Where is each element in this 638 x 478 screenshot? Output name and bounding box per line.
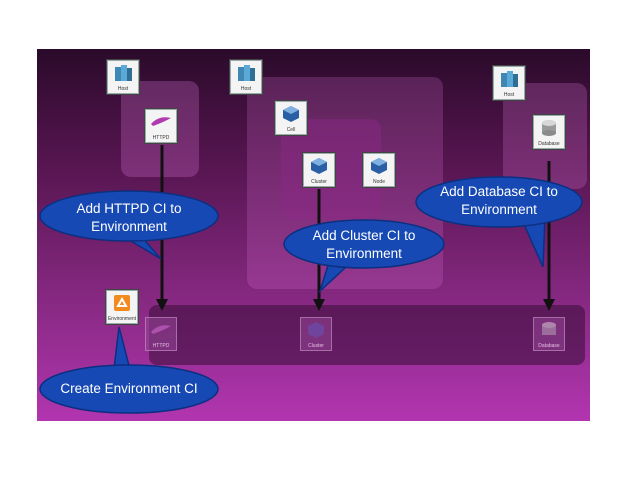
cluster-icon[interactable]: Cluster bbox=[303, 153, 335, 187]
database-callout-text: Add Database CI to Environment bbox=[440, 184, 558, 217]
environment-label: Environment bbox=[107, 316, 137, 322]
httpd-label: HTTPD bbox=[152, 135, 170, 141]
database-ghost-label: Database bbox=[538, 343, 560, 349]
diagram-slide: Host Host Host HTTPD Cell Cluster Node D… bbox=[37, 49, 590, 421]
cluster-label: Cluster bbox=[311, 179, 327, 185]
environment-callout: Create Environment CI bbox=[39, 326, 223, 419]
httpd-callout: Add HTTPD CI to Environment bbox=[39, 189, 219, 281]
cell-label: Cell bbox=[286, 127, 296, 133]
host-left-label: Host bbox=[117, 86, 129, 92]
httpd-callout-text: Add HTTPD CI to Environment bbox=[76, 201, 182, 234]
cluster-ghost-icon[interactable]: Cluster bbox=[300, 317, 332, 351]
cell-icon[interactable]: Cell bbox=[275, 101, 307, 135]
database-icon[interactable]: Database bbox=[533, 115, 565, 149]
environment-icon[interactable]: Environment bbox=[106, 290, 138, 324]
host-left-icon[interactable]: Host bbox=[107, 60, 139, 94]
environment-callout-text: Create Environment CI bbox=[60, 381, 198, 396]
host-middle-label: Host bbox=[240, 86, 252, 92]
node-icon[interactable]: Node bbox=[363, 153, 395, 187]
httpd-ghost-label: HTTPD bbox=[152, 343, 170, 349]
node-label: Node bbox=[373, 179, 385, 185]
httpd-ghost-icon[interactable]: HTTPD bbox=[145, 317, 177, 351]
host-right-icon[interactable]: Host bbox=[493, 66, 525, 100]
environment-band bbox=[149, 305, 585, 365]
cluster-callout: Add Cluster CI to Environment bbox=[282, 219, 446, 299]
database-ghost-icon[interactable]: Database bbox=[533, 317, 565, 351]
cluster-ghost-label: Cluster bbox=[308, 343, 324, 349]
database-label: Database bbox=[538, 141, 560, 147]
host-middle-icon[interactable]: Host bbox=[230, 60, 262, 94]
database-callout: Add Database CI to Environment bbox=[415, 176, 583, 273]
cluster-callout-text: Add Cluster CI to Environment bbox=[312, 228, 416, 261]
host-right-label: Host bbox=[503, 92, 515, 98]
httpd-icon[interactable]: HTTPD bbox=[145, 109, 177, 143]
